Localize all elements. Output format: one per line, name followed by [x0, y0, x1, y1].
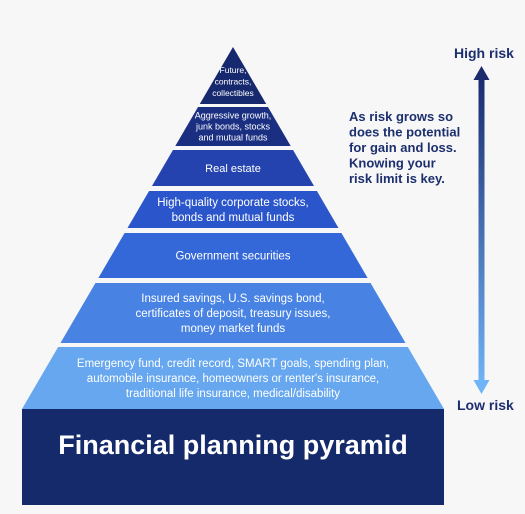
pyramid-tier-2-label: Aggressive growth, — [195, 111, 272, 121]
risk-note-line: risk limit is key. — [349, 171, 445, 186]
pyramid-tier-1-label: contracts, — [215, 77, 252, 87]
risk-note-line: Knowing your — [349, 156, 436, 171]
pyramid-tier-2-label: junk bonds, stocks — [195, 122, 271, 132]
pyramid-title: Financial planning pyramid — [58, 430, 408, 460]
pyramid-tier-6-label: money market funds — [181, 323, 285, 335]
pyramid-tier-6-label: Insured savings, U.S. savings bond, — [141, 293, 324, 305]
pyramid-tier-3-label: Real estate — [205, 163, 261, 175]
risk-note-line: As risk grows so — [349, 109, 453, 124]
risk-note-line: for gain and loss. — [349, 140, 457, 155]
pyramid-tier-5 — [98, 233, 368, 278]
risk-arrow-up-icon — [473, 66, 490, 80]
pyramid-tier-2 — [175, 107, 291, 146]
pyramid-tier-2-label: and mutual funds — [198, 133, 268, 143]
pyramid-tier-1-label: collectibles — [212, 88, 254, 98]
pyramid-tiers: Future, contracts,collectiblesAggressive … — [22, 47, 444, 409]
pyramid-tier-7-label: automobile insurance, homeowners or rent… — [87, 373, 379, 385]
pyramid-base-block — [22, 409, 444, 505]
low-risk-label: Low risk — [457, 397, 514, 413]
pyramid-tier-4-label: High-quality corporate stocks, — [157, 197, 308, 209]
pyramid-tier-1 — [199, 47, 267, 104]
pyramid-tier-7-label: traditional life insurance, medical/disa… — [126, 388, 340, 400]
risk-scale: High risk Low risk — [454, 45, 514, 413]
pyramid-tier-1-label: Future, — [220, 65, 247, 75]
pyramid-tier-3 — [151, 150, 315, 186]
pyramid-tier-7 — [22, 347, 444, 409]
high-risk-label: High risk — [454, 45, 514, 61]
pyramid-tier-6-label: certificates of deposit, treasury issues… — [136, 308, 331, 320]
pyramid-tier-4-label: bonds and mutual funds — [172, 212, 295, 224]
pyramid-tier-5-label: Government securities — [175, 251, 290, 263]
pyramid-tier-6 — [60, 283, 406, 343]
risk-arrow-down-icon — [473, 380, 490, 394]
pyramid-tier-7-label: Emergency fund, credit record, SMART goa… — [77, 358, 389, 370]
pyramid-tier-4 — [127, 191, 339, 228]
risk-note-line: does the potential — [349, 125, 460, 140]
risk-arrow-shaft — [478, 78, 485, 384]
